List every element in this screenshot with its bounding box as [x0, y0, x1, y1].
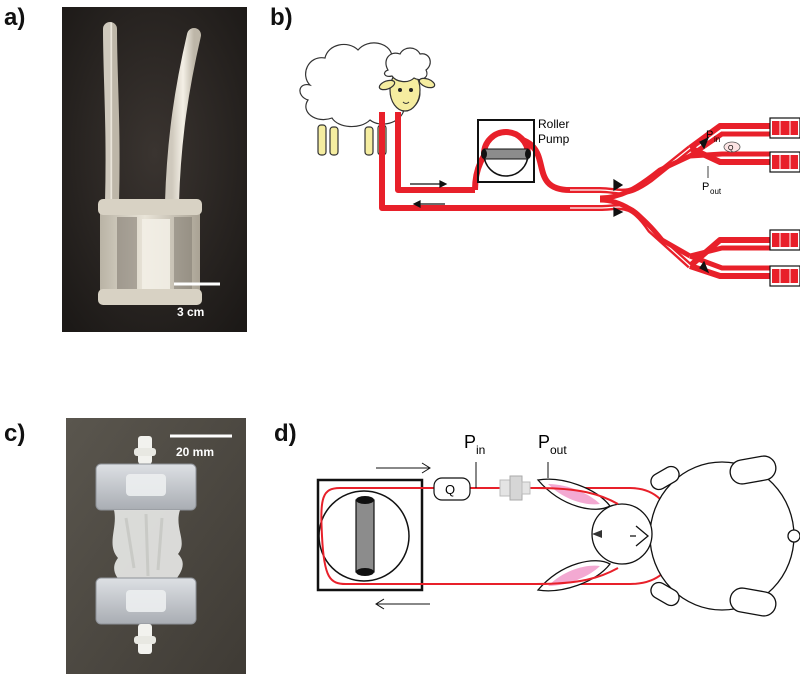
flow-sensor-box	[433, 477, 471, 501]
rabbit-illustration	[536, 455, 800, 617]
flow-arrows-d	[375, 462, 431, 610]
syringe-cartridges	[769, 117, 800, 287]
p-in-label-b: P	[706, 129, 713, 141]
right-tube	[165, 28, 201, 209]
p-out-label-d: P	[538, 432, 550, 452]
panel-label-a: a)	[4, 4, 26, 31]
flow-arrows	[410, 136, 710, 274]
scale-bar-label-a: 3 cm	[177, 305, 204, 319]
sensor-labels-b: Q P in P out	[702, 129, 741, 196]
p-in-sub-d: in	[476, 443, 485, 457]
p-out-label-b: P	[702, 181, 709, 193]
scale-bar-label-c: 20 mm	[176, 445, 214, 459]
pump-label-line2: Pump	[538, 132, 570, 146]
panel-label-c: c)	[4, 420, 26, 447]
p-in-label-d: P	[464, 432, 476, 452]
oxygenator-photo: 3 cm	[62, 7, 247, 332]
panel-label-b: b)	[270, 4, 293, 31]
panel-a-photo: 3 cm	[62, 7, 247, 332]
q-label-b: Q	[728, 145, 734, 152]
left-tube	[103, 22, 120, 209]
device-photo: 20 mm	[66, 418, 246, 674]
oxygenator-connector-d	[499, 475, 531, 501]
tube-return-d	[320, 487, 630, 585]
pump-label-line1: Roller	[538, 117, 569, 131]
p-in-sub-b: in	[714, 135, 720, 144]
panel-d-diagram: Q P in P out	[316, 432, 800, 617]
panel-b-diagram: Roller Pump Q P in P out	[299, 42, 800, 287]
p-out-sub-b: out	[710, 187, 722, 196]
roller-pump	[477, 119, 535, 183]
tubing-bundle	[599, 131, 770, 271]
roller-pump-d	[316, 478, 424, 592]
sheep-illustration	[299, 42, 436, 156]
q-label-d: Q	[445, 482, 455, 497]
panel-label-d: d)	[274, 420, 297, 447]
p-out-sub-d: out	[550, 443, 567, 457]
panel-c-photo: 20 mm	[66, 418, 246, 674]
